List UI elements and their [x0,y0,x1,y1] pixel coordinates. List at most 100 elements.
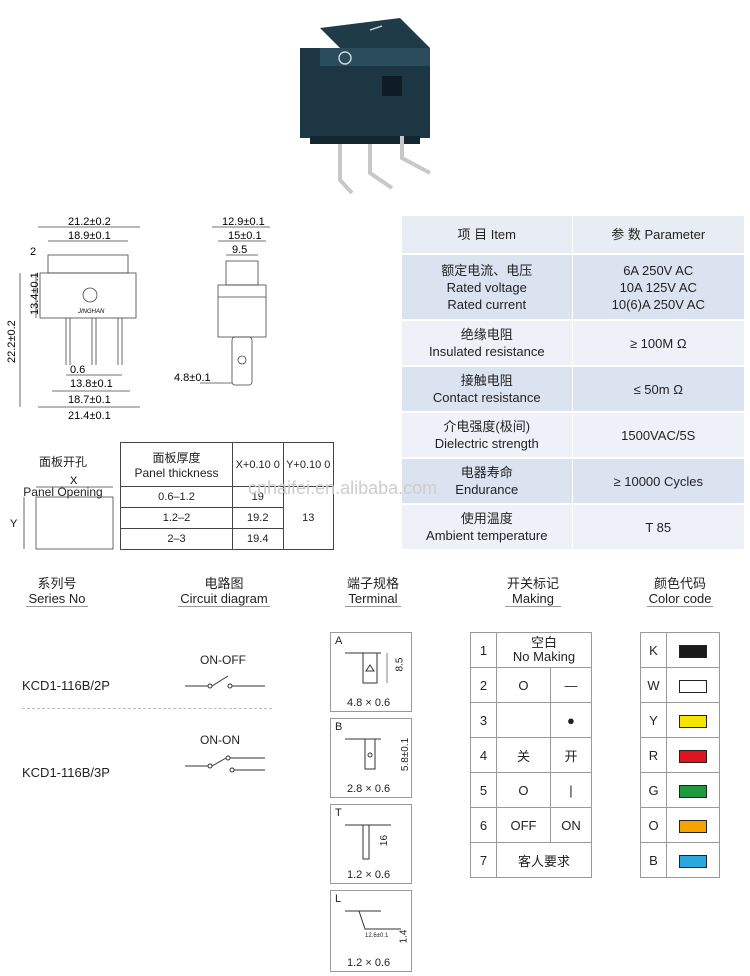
terminal-size: 1.2 × 0.6 [347,957,391,969]
dim-label: 22.2±0.2 [6,320,18,363]
section-terminal: 端子规格 Terminal [338,576,408,607]
making-symbol-right: ON [549,807,593,843]
dim-label: 18.9±0.1 [68,230,111,242]
circuit-on-on-diagram [185,755,265,773]
terminal-t-shape [345,824,391,860]
color-swatch [679,819,707,833]
dim-label: 2 [30,246,36,258]
spec-param: 1500VAC/5S [572,412,744,459]
color-code: W [640,667,667,703]
spec-item: 电器寿命 Endurance [402,458,573,505]
making-symbol: 客人要求 [496,842,592,878]
making-symbol: 空白 No Making [496,632,592,668]
spec-item: 接触电阻 Contact resistance [402,366,573,413]
dim-label: 13.8±0.1 [70,378,113,390]
spec-item: 绝缘电阻 Insulated resistance [402,320,573,367]
panel-table: 面板厚度 Panel thickness X+0.10 0 Y+0.10 0 0… [120,442,334,550]
making-no: 6 [470,807,497,843]
color-swatch [679,679,707,693]
panel-title-en: Panel Opening [23,485,103,499]
product-photo [300,18,431,195]
y-label: Y [10,518,18,530]
terminal-l: L 12.6±0.1 1.4 1.2 × 0.6 [330,890,412,972]
making-no: 2 [470,667,497,703]
terminal-dim: 16 [379,834,391,847]
making-symbol-left: OFF [496,807,551,843]
terminal-code: T [335,807,342,819]
making-symbol-left: 关 [496,737,551,773]
section-making: 开关标记 Making [498,576,568,607]
color-code: R [640,737,667,773]
panel-title: 面板开孔 Panel Opening [8,440,118,515]
color-swatch [679,784,707,798]
spec-head-item: 项 目 Item [402,216,573,255]
terminal-size: 4.8 × 0.6 [347,697,391,709]
terminal-dim: 5.8±0.1 [400,737,412,772]
terminal-a-shape [345,652,388,684]
terminal-header: 端子规格 Terminal [344,576,401,607]
making-symbol-right: ● [549,702,593,738]
color-table: K W Y R G O B [640,632,720,878]
dim-label: 15±0.1 [228,230,262,242]
thick-range: 2–3 [120,528,233,550]
thick-range: 0.6–1.2 [120,486,233,508]
section-series: 系列号 Series No [22,576,92,607]
terminal-code: L [335,893,342,905]
dim-label: 12.9±0.1 [222,216,265,228]
circuit-type: ON-OFF [200,653,246,667]
x-value: 19 [232,486,284,508]
y-head: Y+0.10 0 [282,442,334,487]
terminal-a: A 8.5 4.8 × 0.6 [330,632,412,712]
dim-label: 21.2±0.2 [68,216,111,228]
making-symbol-right: | [549,772,593,808]
making-symbol-left: O [496,772,551,808]
color-code: K [640,632,667,668]
spec-param: 6A 250V AC 10A 125V AC 10(6)A 250V AC [572,254,744,321]
thick-cn: 面板厚度 [152,451,201,465]
series-header: 系列号 Series No [26,576,88,607]
dim-label: 0.6 [70,364,85,376]
front-view-drawing: 21.2±0.2 18.9±0.1 2 22.2±0.2 13.4±0.1 0.… [6,216,140,422]
making-symbol-right: — [549,667,593,703]
watermark: cnhaifei.en.alibaba.com [248,478,438,498]
brand-text: JINGHAN [77,309,105,315]
terminal-dim: 8.5 [394,657,406,672]
making-no: 4 [470,737,497,773]
making-symbol-left [496,702,551,738]
spec-param: ≤ 50m Ω [572,366,744,413]
circuit-on-off-diagram [185,675,265,689]
x-value: 19.2 [232,507,284,529]
circuit-header: 电路图 Circuit diagram [178,576,270,607]
making-no: 7 [470,842,497,878]
making-header: 开关标记 Making [504,576,561,607]
spec-param: ≥ 10000 Cycles [572,458,744,505]
color-swatch [679,749,707,763]
thick-en: Panel thickness [134,466,219,480]
row-divider [22,708,272,709]
terminal-b-shape [345,738,381,770]
spec-item: 额定电流、电压 Rated voltage Rated current [402,254,573,321]
terminal-dim: 1.4 [398,929,410,944]
dim-label: 4.8±0.1 [174,372,211,384]
making-symbol-right: 开 [549,737,593,773]
spec-param: ≥ 100M Ω [572,320,744,367]
dim-label: 18.7±0.1 [68,394,111,406]
side-view-drawing: 12.9±0.1 15±0.1 9.5 4.8±0.1 [174,216,270,386]
color-swatch [679,714,707,728]
series-model: KCD1-116B/3P [22,765,110,780]
making-no: 3 [470,702,497,738]
terminal-size: 2.8 × 0.6 [347,783,391,795]
spec-item: 使用温度 Ambient temperature [402,504,573,551]
terminal-code: B [335,721,343,733]
terminal-size: 1.2 × 0.6 [347,869,391,881]
color-code: Y [640,702,667,738]
making-no: 1 [470,632,497,668]
y-value: 13 [282,486,334,550]
series-model: KCD1-116B/2P [22,678,110,693]
panel-title-cn: 面板开孔 [38,455,87,469]
color-swatch [679,854,707,868]
spec-table: 项 目 Item 参 数 Parameter 额定电流、电压 Rated vol… [402,216,744,551]
color-header: 颜色代码 Color code [646,576,714,607]
circuit-type: ON-ON [200,733,240,747]
